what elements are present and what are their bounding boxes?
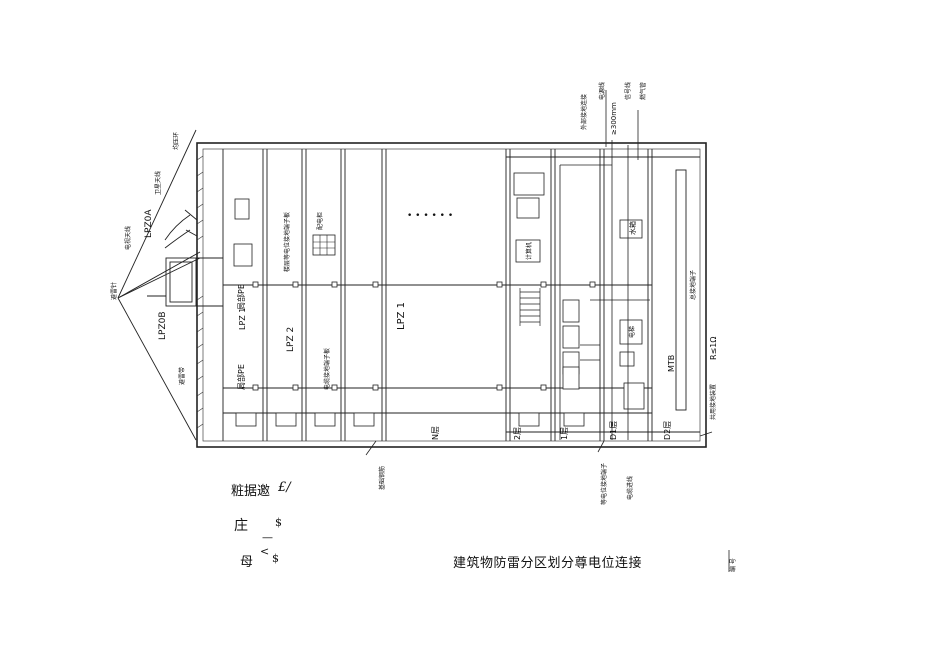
floor-slabs bbox=[222, 149, 653, 441]
bonding-terminals bbox=[252, 281, 596, 391]
note-frag-c: < bbox=[260, 545, 270, 558]
label-pipe-dim: ≥300mm bbox=[610, 102, 618, 135]
label-cable-in: 电缆进线 bbox=[626, 476, 634, 500]
zone-lpz2: LPZ 2 bbox=[286, 327, 296, 352]
zone-lpz0b: LPZ0B bbox=[158, 311, 168, 340]
ground-markers bbox=[365, 431, 730, 572]
roof-hatching bbox=[196, 155, 204, 429]
floor-n: N层 bbox=[431, 426, 440, 440]
zone-lpz0a: LPZ0A bbox=[144, 209, 154, 238]
label-pipe-top: 电源线 bbox=[598, 82, 606, 100]
label-elevator: 电梯 bbox=[628, 326, 636, 338]
distribution-panel-grid bbox=[313, 235, 335, 255]
risers bbox=[559, 90, 650, 440]
note-text-1: 粧据邀 bbox=[231, 484, 271, 499]
label-mtb: MTB bbox=[667, 355, 676, 372]
cable-tray bbox=[519, 288, 541, 326]
label-pipe-mid: 信号线 bbox=[624, 82, 632, 100]
label-water: 水箱 bbox=[628, 221, 637, 235]
note-text-2: 庄 bbox=[234, 518, 248, 534]
label-side-mark: 编 号 bbox=[729, 558, 737, 572]
label-roof-ring: 均压环 bbox=[172, 132, 180, 150]
label-ring-bar: 楼层等电位接地端子板 bbox=[283, 212, 291, 272]
label-bus-bar: 总接地端子 bbox=[689, 270, 697, 300]
roof-structure bbox=[117, 129, 223, 441]
label-ext-gnd: 外部接地连接 bbox=[580, 94, 588, 130]
label-pe2: 局部PE bbox=[236, 364, 246, 390]
label-power-bar: 电缆接地端子板 bbox=[323, 348, 331, 390]
label-sat-antenna: 卫星天线 bbox=[154, 171, 162, 195]
label-pe1: 局部PE bbox=[236, 284, 246, 310]
label-steel: 基础钢筋 bbox=[378, 466, 386, 490]
label-lightning-rod: 避雷针 bbox=[110, 282, 118, 300]
label-gnd-bar2: 等电位接地端子 bbox=[600, 463, 608, 505]
floor-d2: D2层 bbox=[663, 421, 672, 440]
note-text-1-frag: £/ bbox=[278, 480, 291, 495]
label-distrib: 配电柜 bbox=[316, 212, 324, 230]
building-inner-outline bbox=[202, 148, 701, 442]
label-radio-antenna: 电视天线 bbox=[124, 226, 132, 250]
floor-1: 1层 bbox=[560, 427, 569, 440]
zone-lpz1-small: LPZ 1 bbox=[238, 308, 247, 330]
building-outline bbox=[196, 142, 707, 448]
label-gnd-device: 共用接地装置 bbox=[709, 384, 717, 420]
floor-d1: D1层 bbox=[609, 421, 618, 440]
zone-lpz1: LPZ 1 bbox=[396, 302, 407, 330]
floor-2: 2层 bbox=[513, 427, 522, 440]
note-frag-b: — bbox=[262, 531, 273, 544]
main-earthing-bar bbox=[675, 169, 687, 411]
note-frag-d: $ bbox=[272, 552, 279, 565]
diagram-caption: 建筑物防雷分区划分尊电位连接 bbox=[453, 556, 643, 571]
note-text-3: 母 bbox=[240, 555, 254, 570]
label-resist: R≤1Ω bbox=[709, 337, 718, 360]
zone-ellipsis: • • • • • • bbox=[407, 211, 453, 221]
label-computer: 计算机 bbox=[525, 242, 533, 260]
floor-equipment bbox=[233, 172, 645, 427]
note-frag-a: $ bbox=[275, 516, 282, 529]
label-downlead: 避雷带 bbox=[178, 367, 186, 385]
label-pipe-gas: 燃气管 bbox=[639, 82, 647, 100]
